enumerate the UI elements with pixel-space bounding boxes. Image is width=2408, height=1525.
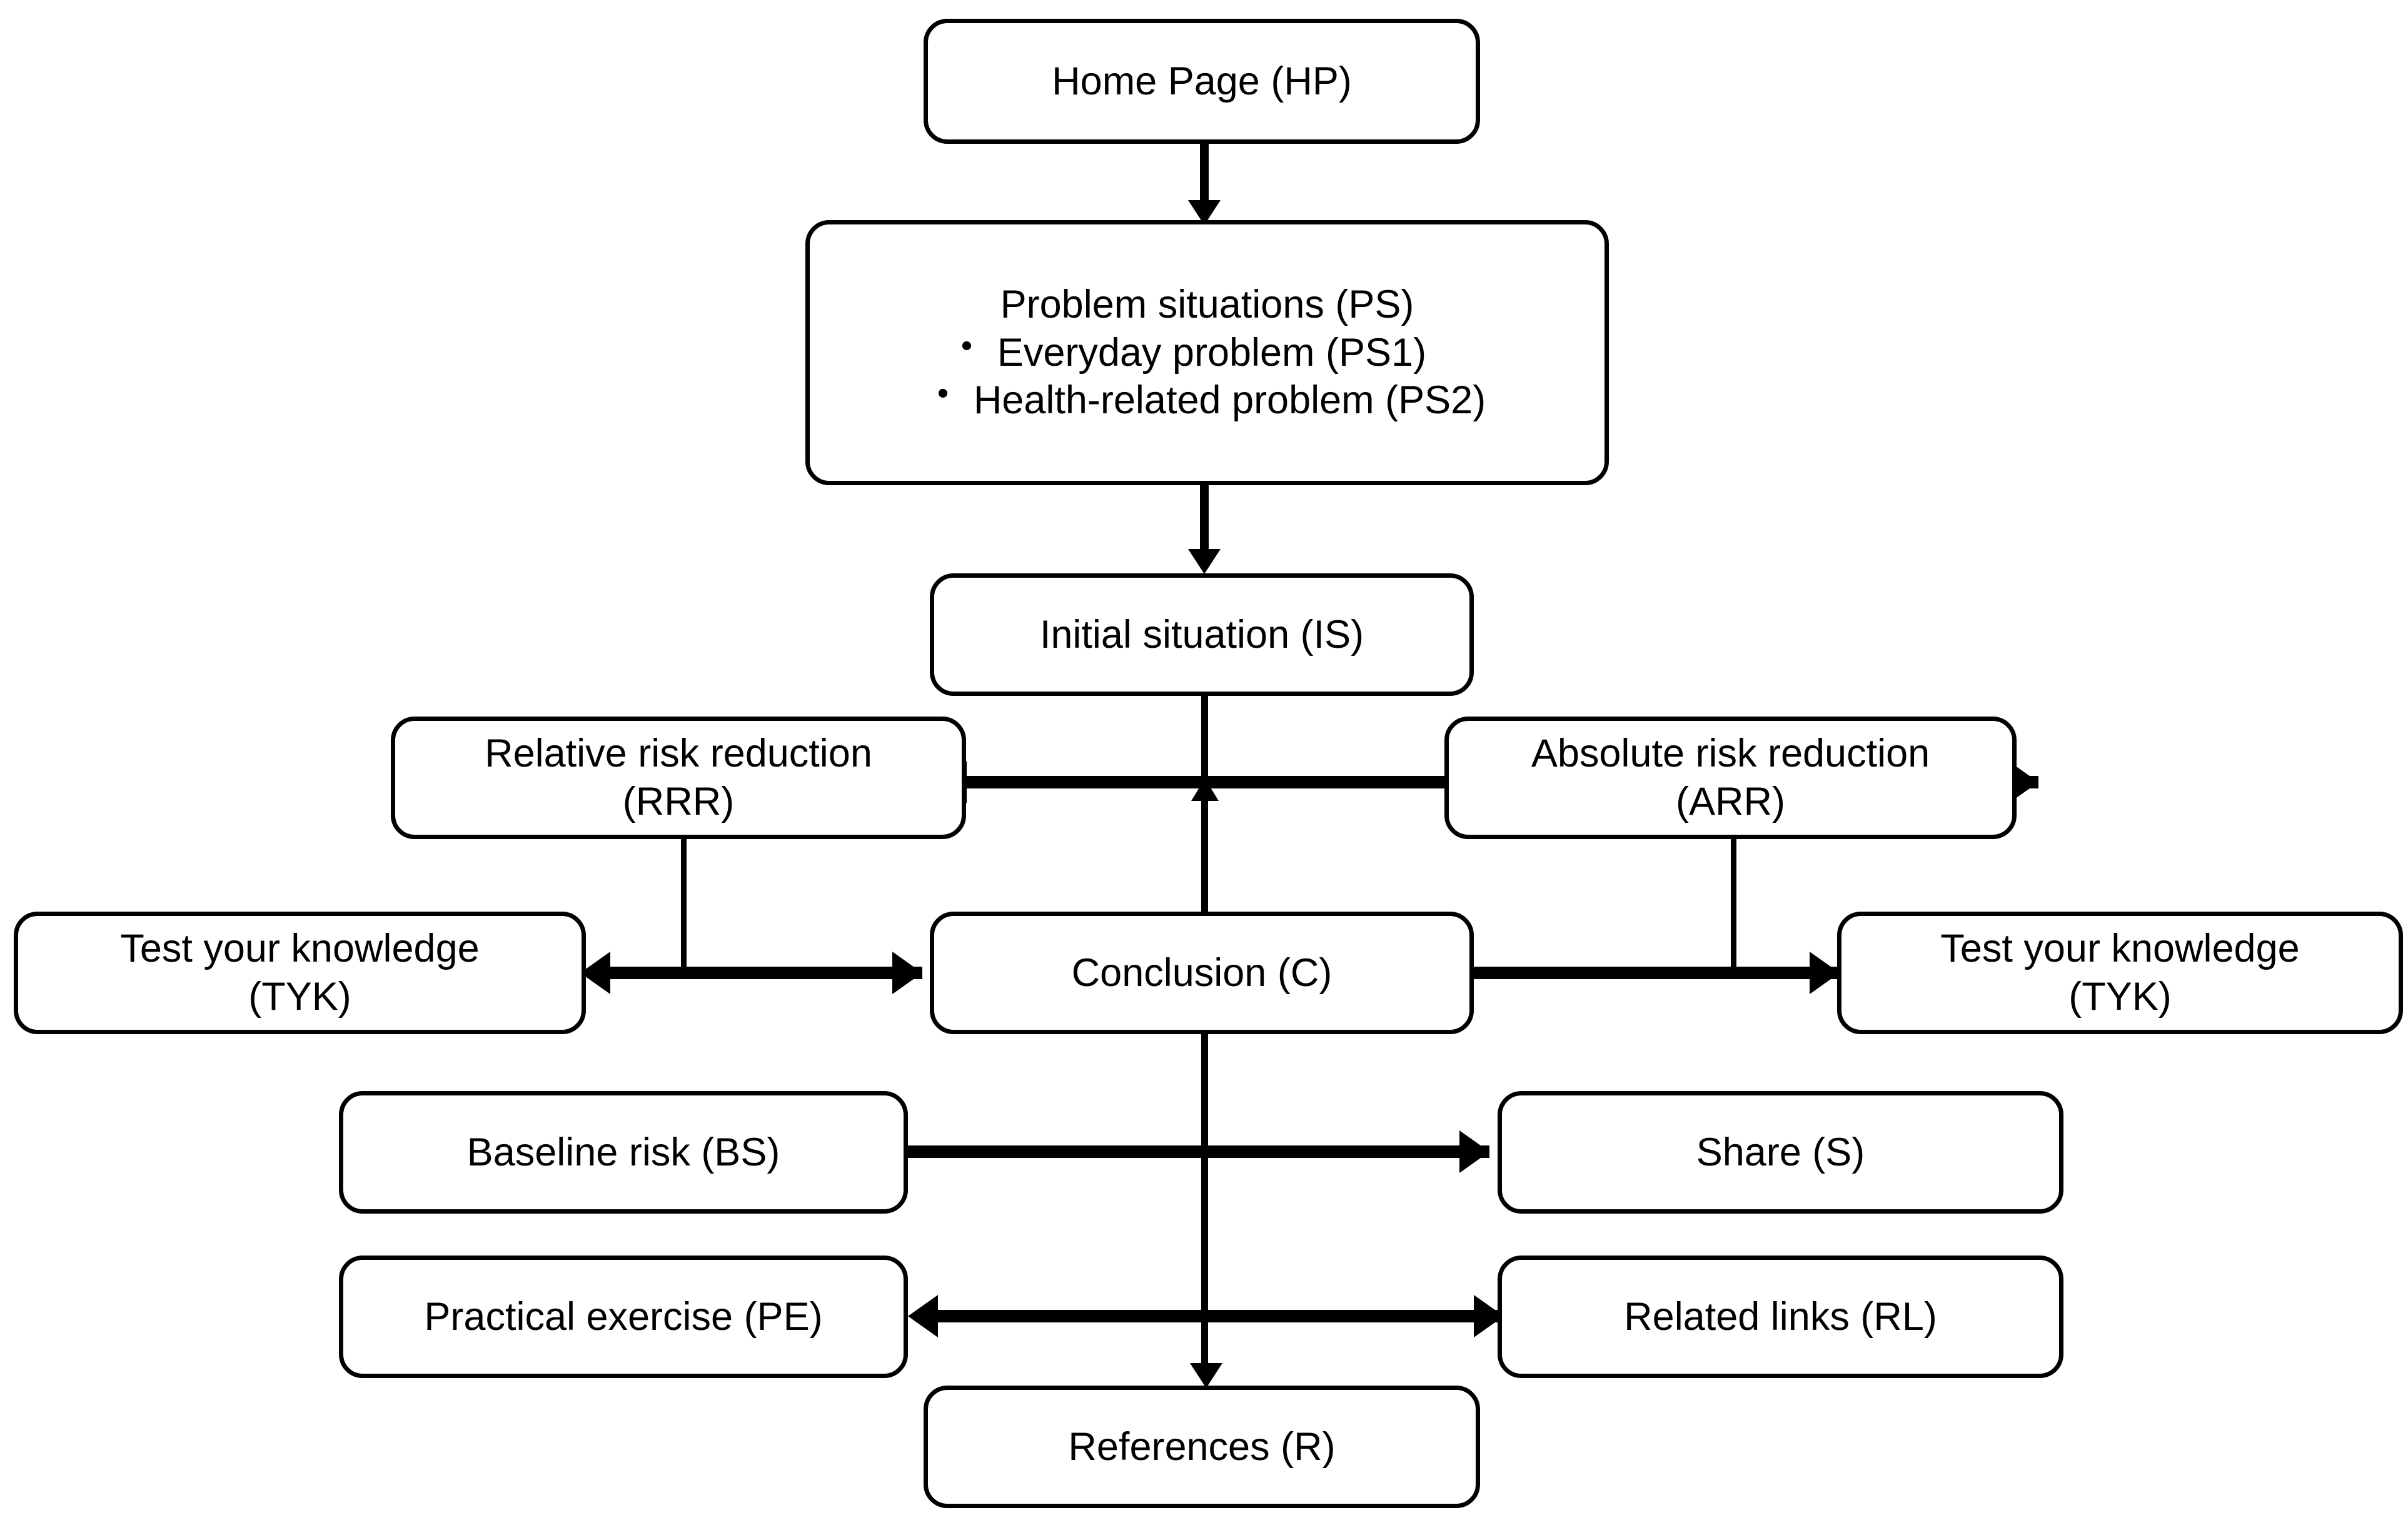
connector-ps-to-is: [1200, 485, 1209, 553]
connector-conclusion-to-references: [1201, 1029, 1208, 1379]
node-practical-exercise-label: Practical exercise (PE): [424, 1294, 823, 1339]
connector-is-to-conclusion: [1201, 692, 1208, 917]
node-share[interactable]: Share (S): [1498, 1091, 2063, 1214]
node-tyk-right-line1: Test your knowledge: [1940, 927, 2300, 971]
node-arr-line1: Absolute risk reduction: [1531, 732, 1930, 776]
arrowhead-conclusion-from-left: [892, 952, 922, 994]
node-practical-exercise[interactable]: Practical exercise (PE): [339, 1256, 908, 1378]
node-problem-situations-title: Problem situations (PS): [1000, 282, 1414, 326]
node-related-links-label: Related links (RL): [1624, 1294, 1937, 1339]
connector-arr-down: [1731, 835, 1736, 979]
node-references-label: References (R): [1068, 1424, 1336, 1469]
node-test-your-knowledge-right[interactable]: Test your knowledge (TYK): [1837, 912, 2403, 1034]
node-initial-situation-label: Initial situation (IS): [1039, 612, 1364, 657]
arrowhead-spine-up: [1191, 778, 1219, 801]
bullet-ps1: Everyday problem (PS1): [929, 326, 1486, 377]
node-conclusion-label: Conclusion (C): [1071, 950, 1332, 995]
connector-pe-to-rl: [938, 1310, 1504, 1322]
arrowhead-ps-to-is: [1188, 549, 1221, 574]
node-related-links[interactable]: Related links (RL): [1498, 1256, 2063, 1378]
node-tyk-right-line2: (TYK): [2068, 975, 2172, 1019]
node-conclusion[interactable]: Conclusion (C): [930, 912, 1474, 1034]
node-absolute-risk-reduction[interactable]: Absolute risk reduction (ARR): [1444, 717, 2017, 839]
node-home-page-label: Home Page (HP): [1052, 59, 1352, 103]
arrowhead-conclusion-to-references: [1190, 1363, 1222, 1388]
node-references[interactable]: References (R): [924, 1386, 1480, 1508]
node-initial-situation[interactable]: Initial situation (IS): [930, 573, 1474, 696]
node-home-page[interactable]: Home Page (HP): [924, 19, 1480, 144]
connector-rrr-down: [681, 835, 687, 979]
node-problem-situations-bullets: Everyday problem (PS1) Health-related pr…: [929, 326, 1486, 425]
node-baseline-risk-label: Baseline risk (BS): [466, 1130, 780, 1174]
node-rrr-line1: Relative risk reduction: [485, 732, 872, 776]
arrowhead-share-right: [1459, 1130, 1489, 1173]
bullet-ps2: Health-related problem (PS2): [929, 374, 1486, 425]
node-relative-risk-reduction[interactable]: Relative risk reduction (RRR): [391, 717, 966, 839]
node-share-label: Share (S): [1696, 1130, 1865, 1174]
node-baseline-risk[interactable]: Baseline risk (BS): [339, 1091, 908, 1214]
node-tyk-left-line1: Test your knowledge: [120, 927, 480, 971]
connector-hp-to-ps: [1200, 139, 1209, 208]
node-rrr-line2: (RRR): [622, 780, 735, 823]
arrowhead-tyk-right: [1810, 952, 1840, 994]
node-test-your-knowledge-left[interactable]: Test your knowledge (TYK): [14, 912, 586, 1034]
node-tyk-left-line2: (TYK): [248, 975, 351, 1019]
node-problem-situations[interactable]: Problem situations (PS) Everyday problem…: [805, 220, 1609, 485]
arrowhead-pe-left: [908, 1295, 938, 1337]
connector-tyk-left-to-conclusion: [610, 967, 922, 979]
node-arr-line2: (ARR): [1676, 780, 1785, 823]
